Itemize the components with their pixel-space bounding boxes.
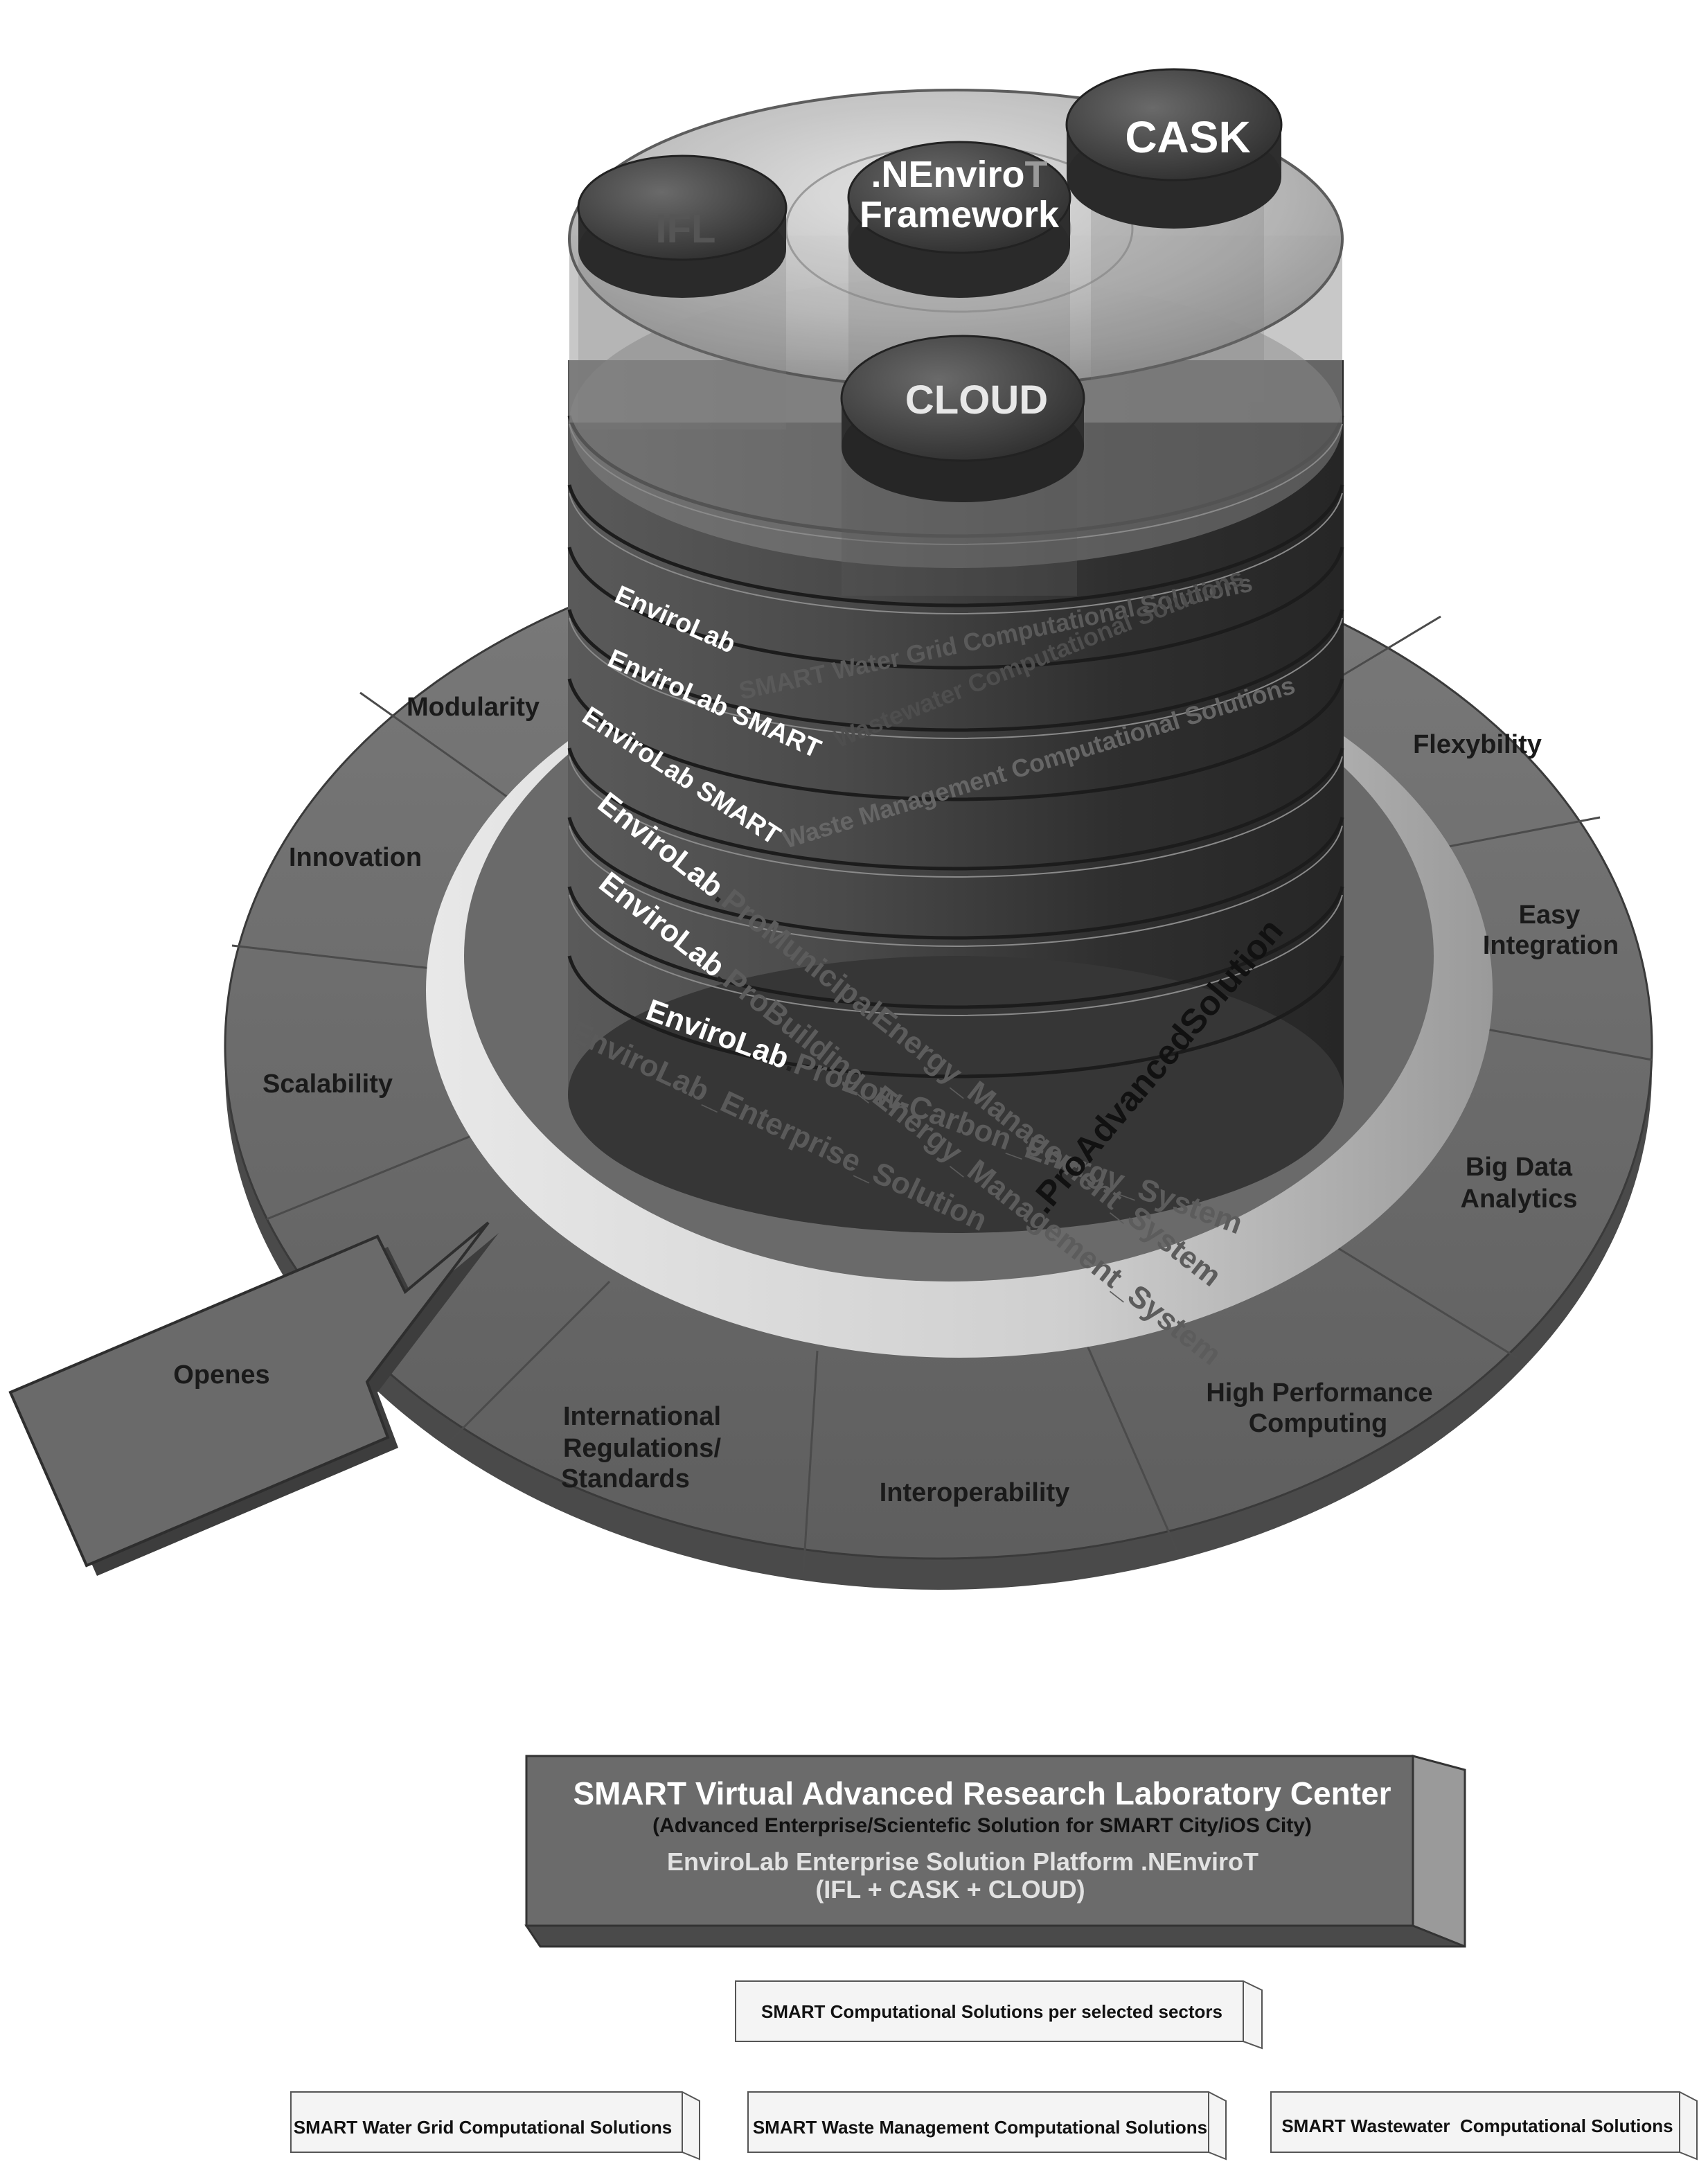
disc-cask	[1065, 68, 1283, 229]
center-box-title: SMART Virtual Advanced Research Laborato…	[573, 1775, 1391, 1811]
segment-hpc-1: High Performance	[1206, 1378, 1432, 1408]
sector-box-1: SMART Water Grid Computational Solutions	[290, 2091, 700, 2161]
sector-box-2: SMART Waste Management Computational Sol…	[747, 2091, 1227, 2161]
cylinder-bottom	[568, 956, 1344, 1233]
segment-hpc-2: Computing	[1249, 1409, 1388, 1438]
ifl-label: IFL	[656, 206, 716, 251]
sectors-box: SMART Computational Solutions per select…	[735, 1980, 1263, 2050]
segment-openes: Openes	[173, 1360, 269, 1390]
disc-framework	[847, 141, 1071, 298]
segment-innovation: Innovation	[289, 843, 422, 872]
center-box-platform: EnviroLab Enterprise Solution Platform .…	[667, 1847, 1258, 1876]
sectors-box-label: SMART Computational Solutions per select…	[761, 2001, 1222, 2022]
segment-bigdata-2: Analytics	[1461, 1185, 1578, 1214]
openes-arrow	[8, 1221, 499, 1576]
segment-international-1: International	[563, 1402, 721, 1431]
framework-label-line2: Framework	[860, 194, 1060, 236]
segment-modularity: Modularity	[407, 693, 540, 722]
center-box-platform-sub: (IFL + CASK + CLOUD)	[815, 1875, 1085, 1904]
center-box-side	[1412, 1755, 1466, 1948]
sector-box-3-label: SMART Wastewater Computational Solutions	[1281, 2116, 1673, 2136]
sector-box-2-label: SMART Waste Management Computational Sol…	[753, 2117, 1207, 2138]
segment-easy-2: Integration	[1483, 931, 1619, 960]
cloud-label: CLOUD	[905, 378, 1048, 423]
sector-box-3: SMART Wastewater Computational Solutions	[1270, 2091, 1698, 2161]
segment-international-2: Regulations/	[563, 1434, 721, 1463]
segment-easy-1: Easy	[1519, 901, 1581, 930]
segment-flexybility: Flexybility	[1413, 730, 1542, 759]
cask-label: CASK	[1125, 112, 1250, 162]
segment-bigdata-1: Big Data	[1466, 1153, 1573, 1182]
arrow-body	[8, 1221, 490, 1568]
center-box: SMART Virtual Advanced Research Laborato…	[524, 1755, 1466, 1948]
center-box-subtitle: (Advanced Enterprise/Scientefic Solution…	[652, 1814, 1312, 1837]
disc-ifl	[577, 154, 788, 298]
segment-scalability: Scalability	[263, 1070, 393, 1099]
center-box-face	[525, 1755, 1414, 1927]
center-box-bottom	[524, 1924, 1466, 1948]
segment-interoperability: Interoperability	[880, 1478, 1070, 1507]
sector-box-1-label: SMART Water Grid Computational Solutions	[294, 2117, 672, 2138]
disc-cloud	[840, 335, 1085, 502]
framework-label-line1: .NEnviroT	[871, 154, 1047, 195]
segment-international-3: Standards	[561, 1464, 690, 1493]
ring-labels: Modularity Innovation Scalability Openes…	[173, 693, 1619, 1507]
